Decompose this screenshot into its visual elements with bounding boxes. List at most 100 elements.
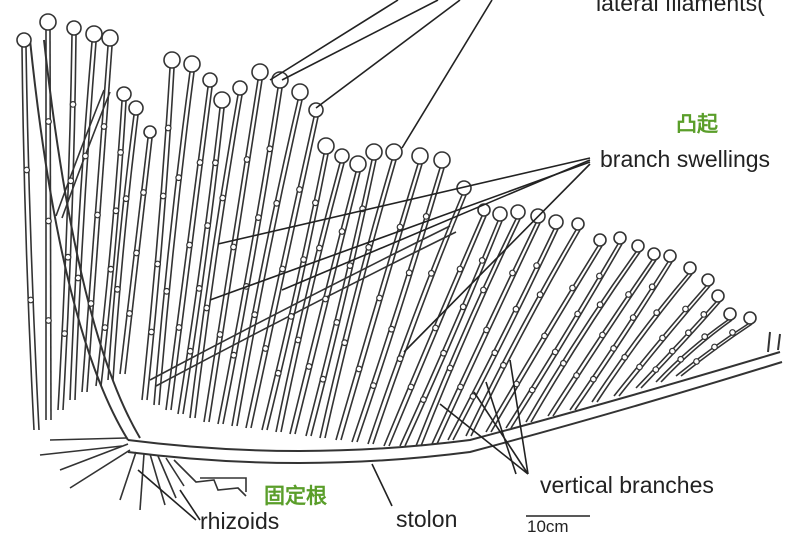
branch-swelling (94, 211, 101, 219)
branch-tip (202, 72, 218, 88)
branch-swelling (440, 349, 448, 357)
branch-swelling (729, 329, 736, 336)
branch-swelling (230, 351, 238, 359)
vertical-branch (525, 251, 637, 423)
vertical-branch (367, 194, 463, 445)
vertical-branch (372, 194, 467, 445)
vertical-branch (591, 273, 689, 403)
branch-swelling (541, 332, 548, 340)
vertical-branch (231, 99, 299, 427)
vertical-branch (261, 153, 325, 431)
vertical-branch (319, 159, 393, 439)
branch-swelling (312, 199, 319, 207)
branch-swelling (551, 348, 559, 356)
branch-tip (317, 137, 335, 155)
vertical-branch (158, 71, 195, 406)
branch-tip (101, 29, 119, 47)
branch-swelling (159, 192, 167, 200)
branch-tip (365, 143, 383, 161)
branch-tip (251, 63, 269, 81)
branch-swelling (648, 283, 656, 291)
rhizoid (119, 451, 137, 501)
vertical-branch (275, 162, 341, 433)
branch-swelling (636, 363, 643, 371)
scale-bar-label: 10cm (527, 517, 569, 536)
branch-swelling (112, 207, 120, 215)
branch-swelling (483, 326, 490, 334)
branch-swelling (596, 301, 604, 309)
stolon-tip (767, 331, 781, 353)
branch-swelling (305, 363, 313, 370)
branch-swelling (147, 328, 155, 336)
vertical-branch (530, 251, 641, 423)
vertical-branch (310, 159, 377, 437)
branch-swelling (203, 304, 211, 312)
branch-swelling (45, 217, 52, 225)
leader-line (269, 0, 399, 81)
branch-swelling (629, 314, 637, 322)
diagonal-branch (155, 231, 457, 387)
branch-swelling (45, 118, 52, 125)
branch-swelling (590, 375, 597, 383)
branch-swelling (370, 382, 377, 390)
branch-swelling (346, 262, 354, 270)
branch-swelling (100, 123, 108, 130)
branch-swelling (428, 269, 435, 277)
branch-swelling (456, 265, 464, 273)
branch-swelling (669, 347, 676, 355)
lateral-filaments-label: lateral filaments( (596, 0, 765, 16)
branch-swelling (596, 272, 603, 280)
branch-tip (631, 239, 645, 253)
branch-swelling (478, 257, 486, 264)
branch-swelling (204, 222, 212, 230)
branch-swellings-label: branch swellings (600, 146, 771, 172)
vertical-branch (399, 220, 499, 447)
branch-swelling (509, 269, 516, 277)
branch-swelling (273, 199, 281, 207)
vertical-branch (574, 261, 673, 411)
branch-swelling (140, 189, 147, 196)
diagonal-branch (149, 225, 451, 381)
rhizoid (173, 459, 247, 497)
branch-swelling (186, 241, 193, 249)
holdfast-cn-label: 固定根 (264, 484, 327, 508)
branch-swelling (164, 124, 172, 132)
branch-swelling (319, 375, 327, 383)
stolon-upper-edge (127, 351, 781, 452)
leader-line (485, 381, 517, 475)
branch-tip (548, 214, 564, 230)
branch-swelling (685, 329, 692, 337)
branch-tip (213, 91, 231, 109)
branch-swelling (279, 265, 286, 273)
branch-swelling (230, 243, 237, 251)
branch-swelling (64, 253, 72, 261)
branch-swelling (396, 223, 404, 231)
vertical-branch (490, 245, 603, 433)
branch-tip (39, 13, 57, 31)
branch-swelling (420, 396, 427, 404)
branch-tip (411, 147, 429, 165)
branch-swelling (294, 336, 302, 344)
branch-swelling (700, 311, 708, 318)
branch-swelling (81, 152, 89, 160)
branch-swelling (407, 383, 415, 391)
leader-line (281, 159, 591, 291)
branch-swelling (701, 333, 709, 341)
vertical-branch (324, 159, 397, 439)
leader-line (371, 463, 393, 507)
leader-line (509, 359, 529, 475)
branch-swelling (376, 294, 383, 302)
vertical-branch (505, 243, 619, 429)
branch-swelling (459, 303, 467, 311)
leader-line (473, 391, 529, 475)
branch-swelling (388, 325, 396, 333)
branch-swelling (175, 324, 183, 331)
branch-tip (291, 83, 309, 101)
branch-swelling (528, 386, 536, 394)
branch-swelling (74, 274, 82, 282)
branch-swellings (23, 100, 736, 404)
branch-swelling (87, 300, 95, 307)
branch-swelling (117, 148, 124, 156)
branch-swelling (432, 324, 439, 332)
branch-tips (16, 13, 757, 325)
